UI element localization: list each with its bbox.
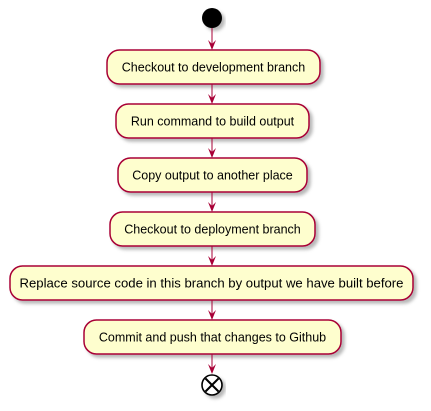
- step-label: Replace source code in this branch by ou…: [20, 277, 404, 291]
- step-checkout-deployment: Checkout to deployment branch: [109, 211, 316, 247]
- step-commit-and-push: Commit and push that changes to Github: [83, 319, 342, 355]
- step-run-build-command: Run command to build output: [115, 103, 310, 139]
- step-label: Copy output to another place: [132, 169, 293, 183]
- end-node: [201, 374, 223, 396]
- flow-arrow: [208, 28, 216, 50]
- start-node: [202, 8, 222, 28]
- step-label: Checkout to development branch: [122, 61, 305, 75]
- step-replace-source-code: Replace source code in this branch by ou…: [9, 265, 414, 301]
- step-label: Checkout to deployment branch: [124, 223, 301, 237]
- flow-arrow: [208, 300, 216, 320]
- flow-arrow: [208, 192, 216, 212]
- flow-arrow: [208, 84, 216, 104]
- flow-arrow: [208, 138, 216, 158]
- flow-arrow: [208, 354, 216, 374]
- step-copy-output: Copy output to another place: [117, 157, 308, 193]
- flow-arrow: [208, 246, 216, 266]
- step-label: Run command to build output: [131, 115, 295, 129]
- step-label: Commit and push that changes to Github: [99, 331, 326, 345]
- step-checkout-development: Checkout to development branch: [106, 49, 321, 85]
